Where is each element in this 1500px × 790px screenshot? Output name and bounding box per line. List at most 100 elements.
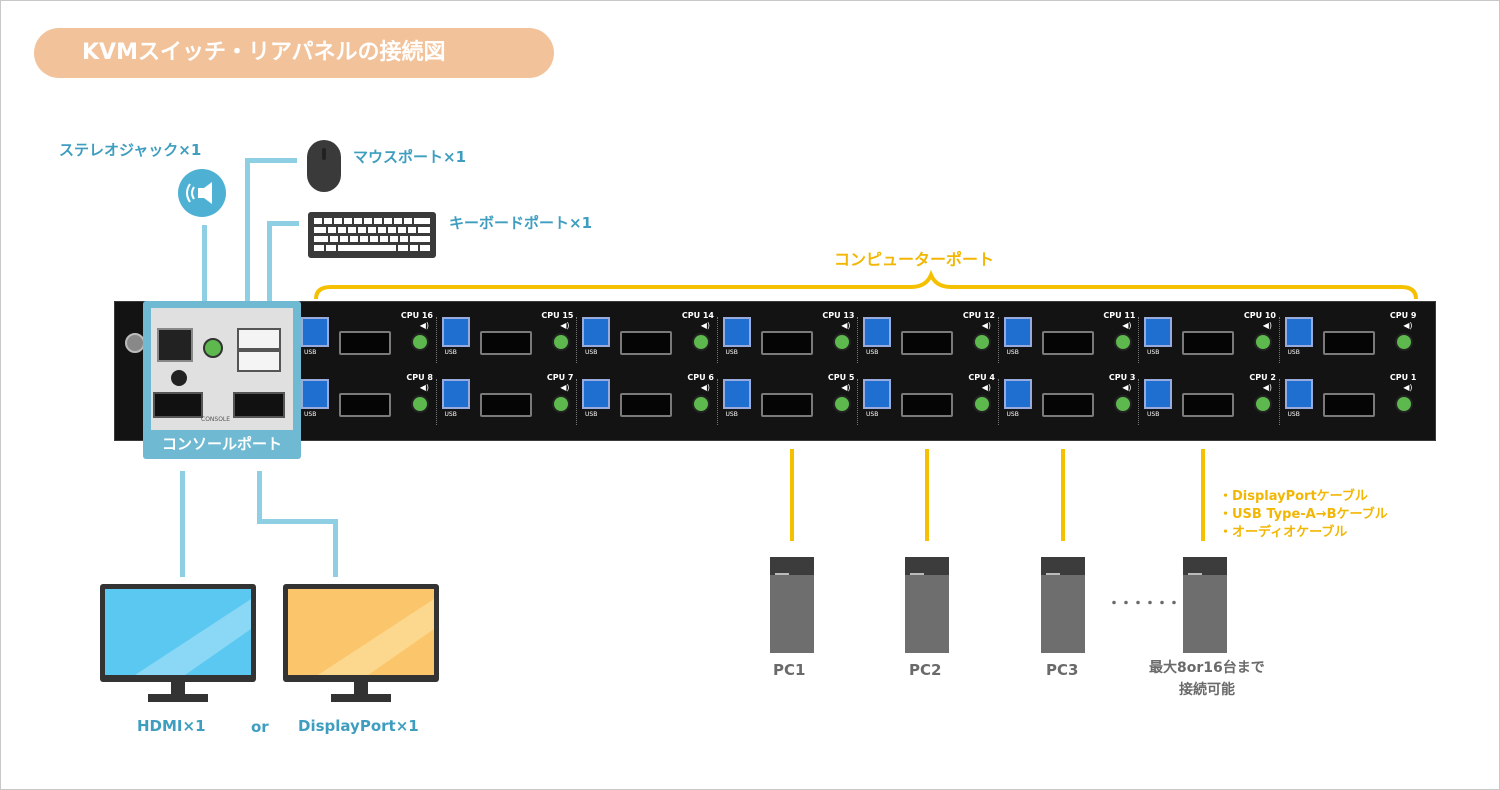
or-label: or bbox=[251, 718, 269, 736]
speaker-icon: ◀) bbox=[981, 383, 991, 392]
cable-item-1: ・DisplayPortケーブル bbox=[1219, 489, 1368, 504]
speaker-icon: ◀) bbox=[419, 383, 429, 392]
cpu-port-label: CPU 7 bbox=[546, 373, 574, 382]
audio-jack-icon bbox=[1113, 333, 1132, 351]
dp-monitor-neck bbox=[354, 682, 368, 696]
max-note-line-1: 最大8or16台まで bbox=[1149, 660, 1265, 676]
usb-b-port-icon bbox=[863, 317, 891, 347]
usb-b-port-icon bbox=[863, 379, 891, 409]
usb-port-label: USB bbox=[725, 349, 738, 356]
speaker-icon: ◀) bbox=[1262, 383, 1272, 392]
audio-jack-icon bbox=[1254, 395, 1272, 413]
audio-jack-icon bbox=[973, 333, 991, 351]
hdmi-connector-line bbox=[180, 471, 185, 577]
usb-port-label: USB bbox=[866, 411, 879, 418]
mouse-icon bbox=[307, 140, 341, 192]
more-pcs-dots: ・・・・・・ bbox=[1107, 596, 1181, 612]
usb-port-label: USB bbox=[1147, 349, 1160, 356]
cpu-port-label: CPU 16 bbox=[400, 311, 433, 320]
dp-connector-line-v2 bbox=[333, 519, 338, 577]
pc3-tower-icon bbox=[1041, 557, 1085, 653]
speaker-icon: ◀) bbox=[841, 383, 851, 392]
usb-port-label: USB bbox=[866, 349, 879, 356]
displayport-port-icon bbox=[901, 393, 953, 417]
displayport-port-icon bbox=[339, 331, 391, 355]
stereo-jack-label: ステレオジャック×1 bbox=[59, 141, 202, 159]
port-divider bbox=[435, 317, 437, 363]
audio-jack-icon bbox=[411, 395, 429, 413]
usb-b-port-icon bbox=[1144, 379, 1172, 409]
displayport-port-icon bbox=[1182, 331, 1234, 355]
audio-jack-icon bbox=[692, 333, 710, 351]
displayport-port-icon bbox=[1322, 393, 1375, 417]
keyboard-port-label: キーボードポート×1 bbox=[449, 214, 593, 232]
usb-port-bottom-icon bbox=[237, 350, 281, 372]
cpu-port-label: CPU 2 bbox=[1249, 373, 1276, 382]
port-divider bbox=[1138, 317, 1139, 363]
dp-connector-line-v1 bbox=[257, 471, 262, 523]
hdmi-label: HDMI×1 bbox=[137, 717, 206, 735]
audio-jack-icon bbox=[973, 395, 991, 413]
keyboard-connector-line-v bbox=[267, 221, 272, 302]
port-divider bbox=[857, 379, 858, 425]
keyboard-icon bbox=[308, 212, 436, 258]
usb-port-label: USB bbox=[725, 411, 738, 418]
hdmi-port-icon bbox=[153, 392, 203, 418]
usb-port-label: USB bbox=[444, 349, 457, 356]
audio-jack-icon bbox=[1113, 395, 1132, 413]
speaker-icon: ◀) bbox=[700, 321, 710, 330]
pc1-tower-icon bbox=[770, 557, 814, 653]
port-divider bbox=[716, 317, 718, 363]
mouse-connector-line-v bbox=[245, 158, 250, 302]
hdmi-monitor-neck bbox=[171, 682, 185, 696]
usb-b-port-icon bbox=[722, 379, 751, 409]
cpu-port-label: CPU 13 bbox=[822, 311, 855, 320]
cpu-port-label: CPU 8 bbox=[406, 373, 433, 382]
speaker-icon bbox=[178, 169, 226, 217]
displayport-port-icon bbox=[901, 331, 953, 355]
mouse-port-label: マウスポート×1 bbox=[353, 148, 467, 166]
usb-b-port-icon bbox=[301, 379, 329, 409]
audio-jack-icon bbox=[832, 395, 851, 413]
speaker-icon: ◀) bbox=[1403, 321, 1413, 330]
pc2-label: PC2 bbox=[909, 661, 942, 679]
cpu-port-label: CPU 6 bbox=[687, 373, 714, 382]
usb-port-label: USB bbox=[1006, 349, 1019, 356]
usb-port-label: USB bbox=[444, 411, 457, 418]
speaker-icon: ◀) bbox=[841, 321, 851, 330]
computer-ports-label: コンピューターポート bbox=[834, 250, 995, 269]
cpu-port-label: CPU 12 bbox=[962, 311, 995, 320]
usb-b-port-icon bbox=[1003, 379, 1032, 409]
port-divider bbox=[716, 379, 718, 425]
ground-screw-icon bbox=[125, 333, 145, 353]
hdmi-monitor-base bbox=[148, 694, 208, 702]
usb-port-label: USB bbox=[1006, 411, 1019, 418]
port-divider bbox=[997, 379, 999, 425]
usb-b-port-icon bbox=[582, 317, 610, 347]
usb-port-label: USB bbox=[1287, 411, 1300, 418]
button-icon bbox=[171, 370, 187, 386]
kvm-rear-panel bbox=[114, 301, 1436, 441]
hdmi-monitor-icon bbox=[100, 584, 256, 682]
cpu-port-label: CPU 3 bbox=[1108, 373, 1136, 382]
usb-port-top-icon bbox=[237, 328, 281, 350]
port-divider bbox=[576, 317, 577, 363]
console-inner-label: CONSOLE bbox=[201, 416, 231, 423]
displayport-port-icon bbox=[479, 393, 532, 417]
speaker-icon: ◀) bbox=[700, 383, 710, 392]
displayport-label: DisplayPort×1 bbox=[298, 717, 419, 735]
speaker-icon: ◀) bbox=[1262, 321, 1272, 330]
displayport-port-icon bbox=[233, 392, 285, 418]
displayport-port-icon bbox=[1041, 393, 1094, 417]
usb-b-port-icon bbox=[582, 379, 610, 409]
port-divider bbox=[997, 317, 999, 363]
speaker-icon: ◀) bbox=[560, 321, 570, 330]
